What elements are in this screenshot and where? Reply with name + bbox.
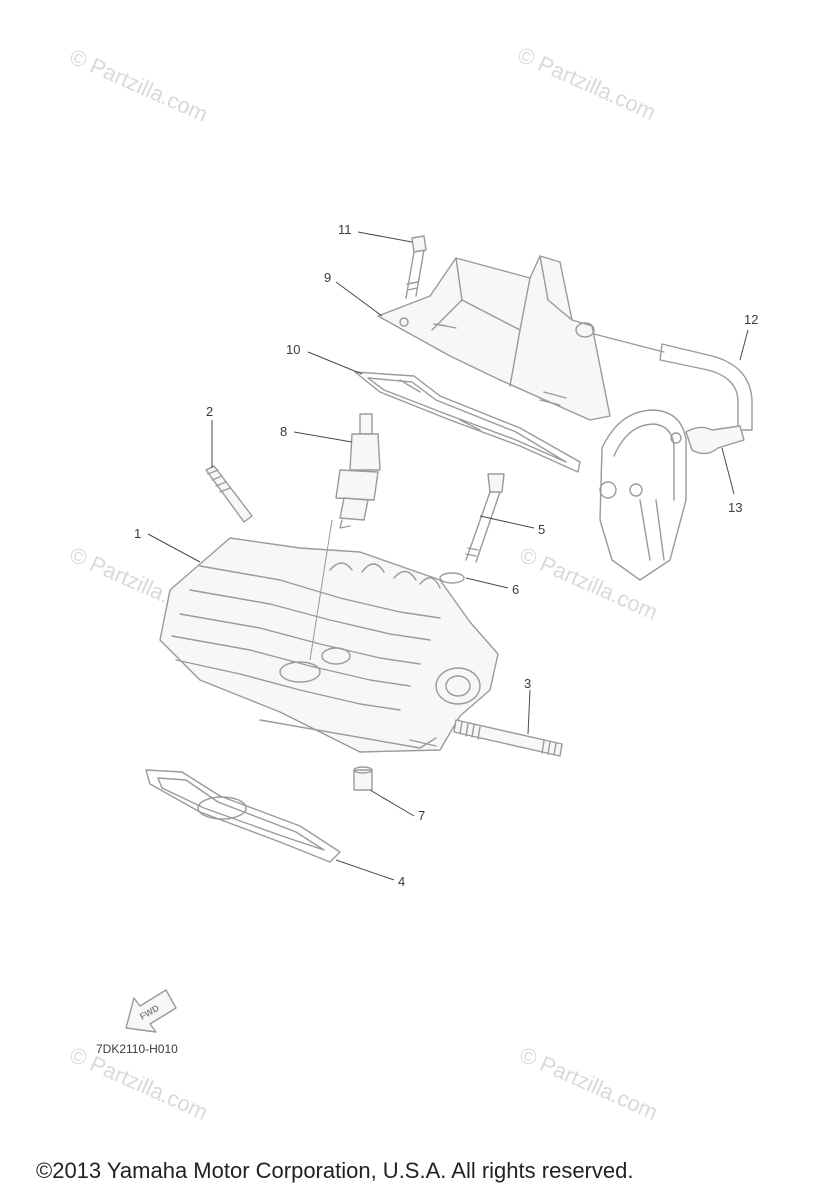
- part-bolt-11: [405, 235, 427, 299]
- callout-13: 13: [728, 500, 742, 515]
- callout-11: 11: [338, 222, 352, 237]
- part-cylinder-head-1: [159, 537, 499, 753]
- part-bolt-5: [465, 473, 505, 563]
- part-spark-plug-8: [335, 413, 381, 529]
- fwd-arrow-icon: FWD: [125, 989, 177, 1033]
- part-stud-2: [205, 465, 253, 523]
- watermark-top-left: © Partzilla.com: [66, 44, 212, 127]
- part-cover-9: [377, 255, 611, 421]
- callout-4: 4: [398, 874, 405, 889]
- part-gasket-10: [354, 371, 581, 473]
- callout-8: 8: [280, 424, 287, 439]
- part-fitting-13: [599, 409, 745, 581]
- diagram-code: 7DK2110-H010: [96, 1042, 178, 1056]
- callout-1: 1: [134, 526, 141, 541]
- watermark-top-right: © Partzilla.com: [514, 42, 660, 125]
- callout-10: 10: [286, 342, 300, 357]
- callout-7: 7: [418, 808, 425, 823]
- part-hose-12: [593, 333, 753, 431]
- watermark-bottom-right: © Partzilla.com: [516, 1042, 662, 1125]
- callout-3: 3: [524, 676, 531, 691]
- callout-5: 5: [538, 522, 545, 537]
- copyright-notice: ©2013 Yamaha Motor Corporation, U.S.A. A…: [36, 1158, 633, 1183]
- callout-6: 6: [512, 582, 519, 597]
- callout-12: 12: [744, 312, 758, 327]
- part-gasket-4: [145, 769, 341, 863]
- callout-9: 9: [324, 270, 331, 285]
- watermark-middle-right: © Partzilla.com: [516, 542, 662, 625]
- leader-lines: [147, 231, 749, 881]
- part-dowel-7: [353, 766, 373, 791]
- callout-2: 2: [206, 404, 213, 419]
- part-washer-6: [439, 572, 465, 584]
- part-stud-3: [453, 719, 563, 757]
